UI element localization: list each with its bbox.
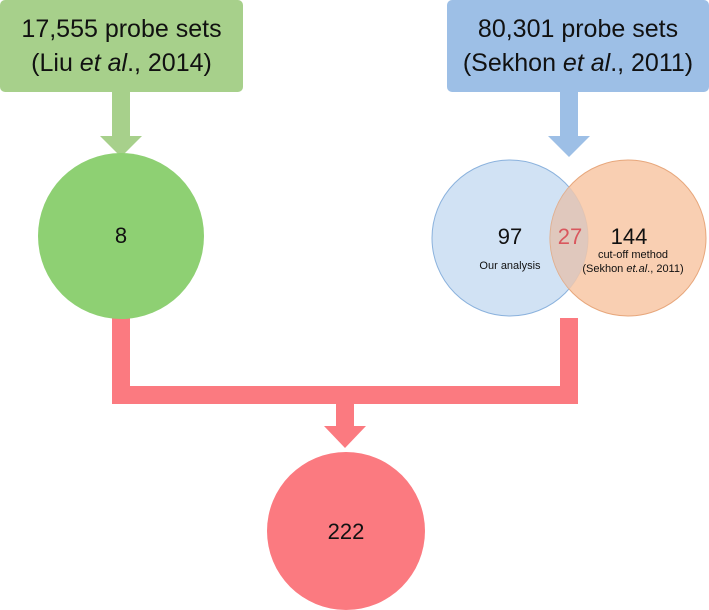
venn-circle-right (549, 159, 707, 317)
source-left-citation: (Liu et al., 2014) (31, 49, 212, 77)
venn-left-label: Our analysis (479, 260, 541, 272)
venn-overlap (550, 187, 588, 289)
green-arrow (100, 92, 142, 157)
venn-right-label: cut-off method (Sekhon et.al., 2011) (582, 249, 684, 275)
merge-connector (112, 318, 578, 448)
blue-arrow (548, 92, 590, 157)
source-box-liu: 17,555 probe sets (Liu et al., 2014) (0, 0, 243, 92)
source-right-count: 80,301 probe sets (477, 15, 679, 43)
final-result-value: 222 (327, 519, 365, 544)
source-left-count: 17,555 probe sets (21, 15, 222, 43)
final-result-circle (267, 452, 425, 610)
left-result-circle (38, 153, 204, 319)
left-circle-value: 8 (114, 223, 128, 248)
venn-left-value: 97 (497, 224, 523, 249)
venn-overlap-value: 27 (557, 224, 583, 249)
venn-right-value: 144 (610, 224, 648, 249)
source-box-sekhon: 80,301 probe sets (Sekhon et al., 2011) (447, 0, 709, 92)
source-right-citation: (Sekhon et al., 2011) (462, 49, 694, 77)
